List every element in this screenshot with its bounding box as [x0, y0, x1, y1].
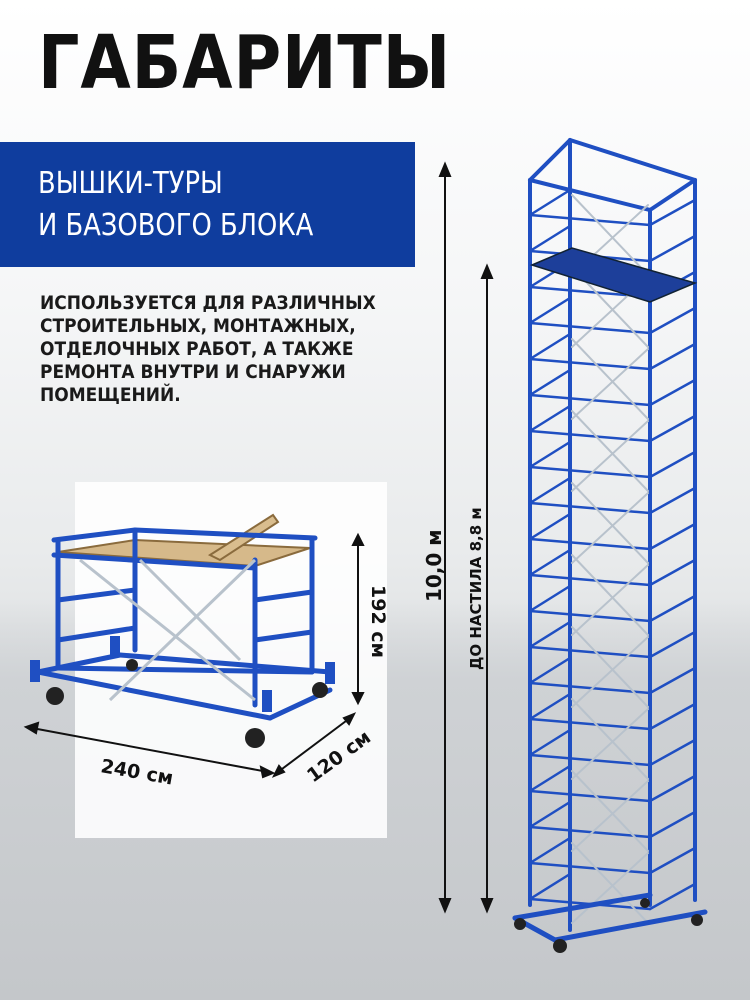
tower-rung: [648, 558, 697, 587]
tower-rung: [528, 393, 652, 407]
tower-brace: [571, 636, 649, 708]
banner-line-1: ВЫШКИ-ТУРЫ: [38, 166, 223, 201]
height-label: 192 см: [367, 585, 389, 658]
banner-line-2: И БАЗОВОГО БЛОКА: [38, 208, 314, 243]
width-label: 120 см: [303, 726, 375, 787]
tower-brace: [571, 348, 649, 420]
tower-height-label: 10,0 м: [422, 529, 446, 602]
tower-rung: [528, 656, 572, 685]
tower-rung: [528, 404, 572, 433]
tower-brace: [571, 852, 649, 924]
tower-brace: [571, 492, 649, 564]
tower-rung: [648, 810, 697, 839]
tower-rung: [528, 512, 572, 541]
tower-rung: [528, 789, 652, 803]
tower-rung: [648, 306, 697, 335]
tower-rung: [528, 717, 652, 731]
tower-rung: [648, 666, 697, 695]
tower-brace: [571, 420, 649, 492]
tower-rung: [648, 630, 697, 659]
tower-brace: [571, 554, 649, 636]
tower-brace: [571, 194, 649, 276]
tower-rung: [528, 620, 572, 649]
tower-rung: [528, 213, 652, 227]
tower-rung: [648, 774, 697, 803]
tower-rung: [528, 429, 652, 443]
tower-rung: [528, 440, 572, 469]
tower-rung: [528, 224, 572, 253]
tower-brace: [571, 410, 649, 492]
tower-brace: [571, 708, 649, 780]
tower-rung: [528, 609, 652, 623]
tower-brace: [571, 626, 649, 708]
length-label: 240 см: [99, 755, 175, 789]
tower-rung: [528, 872, 572, 901]
tower-rung: [528, 465, 652, 479]
tower-rung: [528, 332, 572, 361]
tower-brace: [571, 770, 649, 852]
tower-rung: [528, 681, 652, 695]
tower-rung: [528, 188, 572, 217]
tower-rung: [648, 702, 697, 731]
tower-rung: [648, 594, 697, 623]
tower-rung: [528, 476, 572, 505]
tower-rung: [648, 882, 697, 911]
tower-brace: [571, 482, 649, 564]
tower-brace: [571, 842, 649, 924]
tower-rung: [648, 486, 697, 515]
tower-rung: [528, 357, 652, 371]
subtitle-banner: ВЫШКИ-ТУРЫ И БАЗОВОГО БЛОКА: [0, 142, 415, 267]
page-title: ГАБАРИТЫ: [38, 20, 452, 106]
description-line: ОТДЕЛОЧНЫХ РАБОТ, А ТАКЖЕ: [40, 339, 354, 360]
tower-rung: [528, 645, 652, 659]
platform-height-label: ДО НАСТИЛА 8,8 м: [467, 507, 485, 670]
tower-rung: [528, 368, 572, 397]
tower-rung: [528, 764, 572, 793]
tower-illustration: [512, 138, 708, 953]
tower-brace: [571, 780, 649, 852]
tower-rung: [528, 861, 652, 875]
tower-rung: [528, 573, 652, 587]
tower-rung: [528, 548, 572, 577]
tower-rung: [528, 753, 652, 767]
tower-rung: [528, 321, 652, 335]
description-line: ПОМЕЩЕНИЙ.: [40, 385, 181, 406]
tower-rung: [528, 537, 652, 551]
tower-rung: [528, 825, 652, 839]
tower-rung: [648, 378, 697, 407]
tower-rung: [648, 522, 697, 551]
tower-rung: [648, 738, 697, 767]
description-line: РЕМОНТА ВНУТРИ И СНАРУЖИ: [40, 362, 346, 383]
description-line: ИСПОЛЬЗУЕТСЯ ДЛЯ РАЗЛИЧНЫХ: [40, 293, 376, 314]
tower-brace: [571, 698, 649, 780]
tower-rung: [528, 692, 572, 721]
tower-rung: [648, 846, 697, 875]
tower-rung: [648, 450, 697, 479]
tower-rung: [648, 342, 697, 371]
tower-brace: [571, 338, 649, 420]
tower-rung: [648, 414, 697, 443]
tower-rung: [528, 296, 572, 325]
tower-rung: [528, 584, 572, 613]
description-text: ИСПОЛЬЗУЕТСЯ ДЛЯ РАЗЛИЧНЫХ СТРОИТЕЛЬНЫХ,…: [40, 292, 390, 407]
description-line: СТРОИТЕЛЬНЫХ, МОНТАЖНЫХ,: [40, 316, 356, 337]
tower-rung: [528, 800, 572, 829]
tower-rung: [528, 501, 652, 515]
tower-rung: [648, 198, 697, 227]
tower-rung: [648, 234, 697, 263]
tower-brace: [571, 564, 649, 636]
tower-rung: [528, 836, 572, 865]
tower-rung: [528, 728, 572, 757]
